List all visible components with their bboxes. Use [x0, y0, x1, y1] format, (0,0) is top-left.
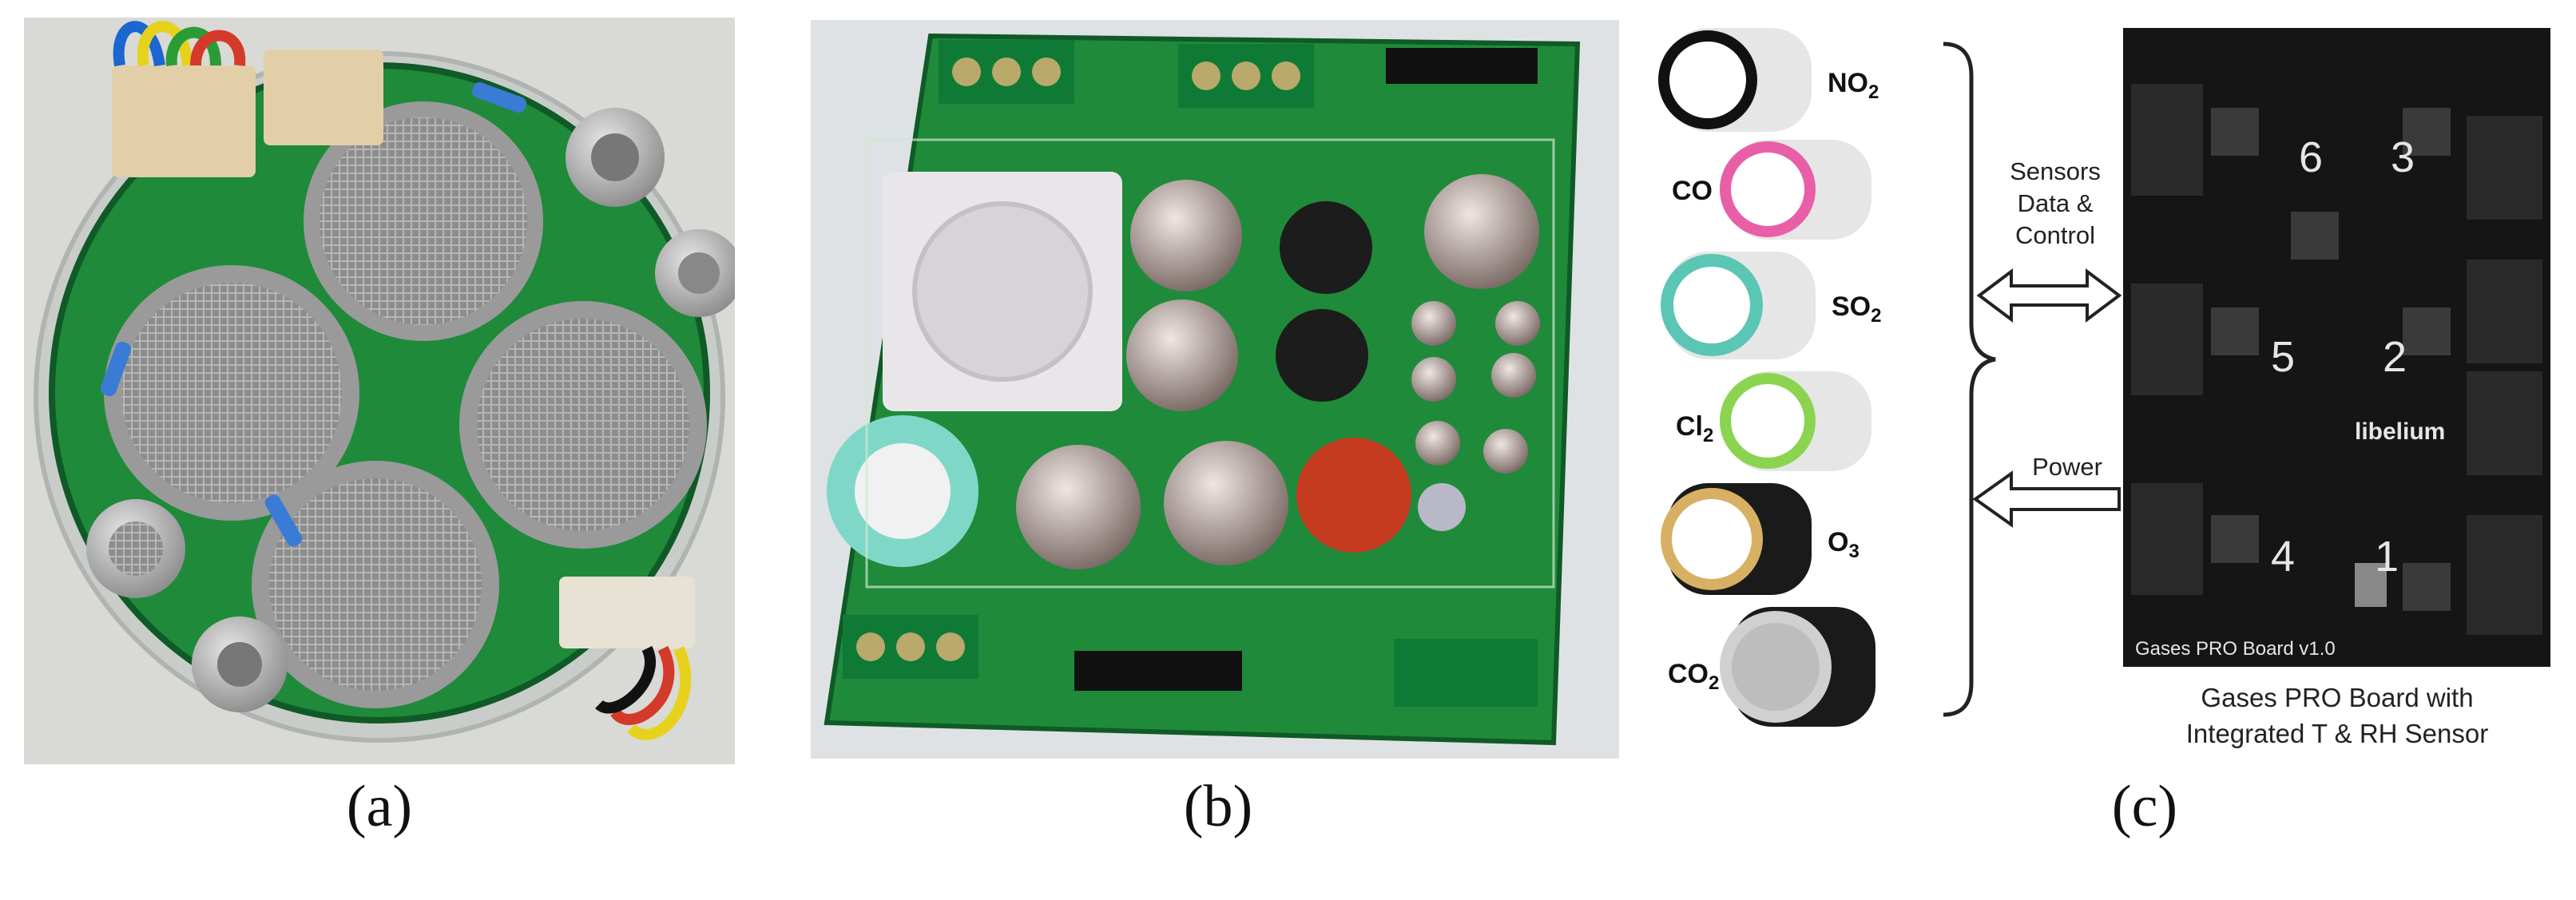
- gas-label-no2: NO2: [1828, 68, 1879, 103]
- wire-connector: [559, 577, 695, 740]
- metal-cap-sensor: [1164, 441, 1288, 565]
- sensor-so2: [1661, 252, 1816, 359]
- metal-cap-sensor: [1126, 299, 1238, 411]
- board-caption-line2: Integrated T & RH Sensor: [2186, 719, 2489, 748]
- gas-label-co: CO: [1672, 176, 1713, 206]
- bracket: [1943, 42, 1996, 717]
- sensor-cl2: [1720, 371, 1871, 471]
- small-capsule-sensor: [566, 108, 665, 207]
- small-capsule-sensor: [655, 229, 735, 317]
- red-figaro-sensor: [1296, 438, 1411, 553]
- pin-header: [1386, 48, 1538, 84]
- small-capsule-sensor: [1495, 301, 1540, 346]
- small-capsule-sensor: [86, 499, 185, 598]
- arrow-label-control: Control: [2015, 221, 2095, 249]
- small-capsule-sensor: [1411, 357, 1456, 402]
- socket-number-2: 2: [2383, 333, 2407, 381]
- terminal-block: [1394, 639, 1538, 707]
- metal-cap-sensor: [1424, 174, 1539, 289]
- arrow-label-data: Data &: [2018, 189, 2094, 217]
- mesh-sensor: [104, 265, 359, 521]
- black-figaro-sensor: [1280, 201, 1372, 294]
- diagram-c-gases-pro-board: NO2 CO SO2 Cl2 O3 CO2 Sensors Data & Con…: [1652, 20, 2562, 767]
- socket-number-5: 5: [2271, 333, 2295, 381]
- arrow-label-sensors: Sensors: [2010, 157, 2101, 185]
- small-capsule-sensor: [192, 617, 288, 712]
- terminal-block: [843, 615, 978, 679]
- caption-c: (c): [2111, 774, 2178, 839]
- board-caption-line1: Gases PRO Board with: [2201, 683, 2473, 712]
- mesh-sensor: [459, 301, 707, 549]
- gas-label-so2: SO2: [1832, 291, 1881, 327]
- socket-number-6: 6: [2299, 133, 2323, 181]
- black-figaro-sensor: [1276, 309, 1368, 402]
- gas-label-o3: O3: [1828, 527, 1860, 562]
- board-silk-label: Gases PRO Board v1.0: [2135, 638, 2336, 660]
- gases-pro-board: [2123, 28, 2550, 667]
- small-capsule-sensor: [1418, 483, 1466, 531]
- gas-label-co2: CO2: [1668, 659, 1719, 694]
- arrow-label-power: Power: [2032, 453, 2102, 481]
- caption-a: (a): [346, 774, 413, 839]
- power-arrow: [1972, 470, 2121, 528]
- pin-header: [1074, 651, 1242, 691]
- small-capsule-sensor: [1491, 353, 1536, 398]
- resistor: [264, 494, 303, 547]
- wire-connector: [112, 21, 256, 177]
- socket-number-1: 1: [2375, 533, 2399, 581]
- sensor-no2: [1658, 28, 1812, 132]
- small-capsule-sensor: [1411, 301, 1456, 346]
- white-sensor-module: [883, 172, 1122, 411]
- small-capsule-sensor: [1483, 429, 1528, 474]
- sensor-co2: [1720, 607, 1875, 727]
- caption-b: (b): [1183, 774, 1253, 839]
- resistor: [471, 81, 527, 113]
- socket-number-3: 3: [2391, 133, 2415, 181]
- terminal-block: [939, 40, 1074, 104]
- metal-cap-sensor: [1016, 445, 1141, 569]
- small-capsule-sensor: [1415, 421, 1460, 466]
- data-control-arrow: [1976, 268, 2122, 323]
- photo-a-round-sensor-board: [24, 18, 735, 764]
- wire-connector: [264, 50, 383, 145]
- metal-cap-sensor: [1130, 180, 1242, 291]
- sensor-co: [1720, 140, 1871, 240]
- terminal-block: [1178, 44, 1314, 108]
- mesh-sensor: [304, 101, 543, 341]
- gas-label-cl2: Cl2: [1676, 411, 1713, 446]
- sensor-o3: [1661, 483, 1812, 595]
- resistor: [100, 341, 132, 397]
- brand-logo-text: libelium: [2355, 418, 2445, 445]
- photo-b-square-sensor-board: [811, 20, 1619, 759]
- mesh-sensor: [252, 461, 499, 708]
- socket-number-4: 4: [2271, 533, 2295, 581]
- teal-ring-sensor: [827, 415, 978, 567]
